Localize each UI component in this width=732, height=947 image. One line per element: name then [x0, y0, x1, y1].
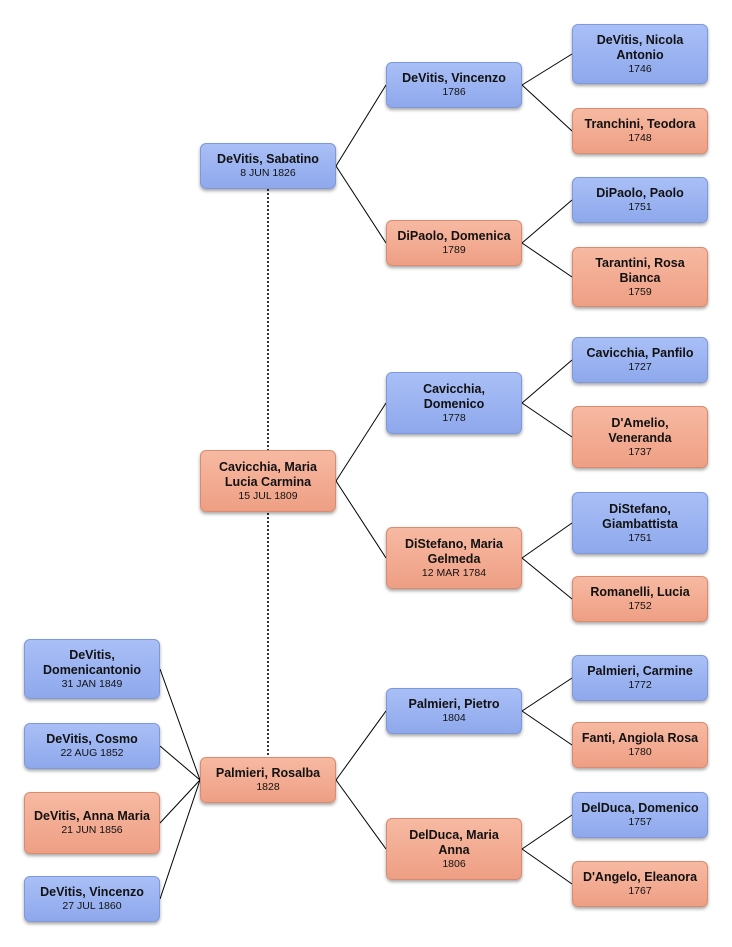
person-name: DeVitis, Vincenzo	[40, 885, 144, 899]
person-date: 1746	[628, 62, 652, 75]
parent-link-line	[521, 53, 573, 86]
person-date: 1804	[442, 712, 466, 724]
person-date: 21 JUN 1856	[61, 824, 123, 836]
person-name: Cavicchia, Maria Lucia Carmina	[219, 459, 317, 489]
person-date: 8 JUN 1826	[240, 167, 296, 179]
parent-link-line	[521, 557, 573, 600]
parent-link-line	[521, 84, 573, 132]
child-link-line	[159, 668, 201, 781]
child-link-line	[159, 745, 201, 781]
parent-link-line	[521, 814, 573, 850]
person-name: DeVitis, Cosmo	[46, 732, 138, 746]
person-date: 12 MAR 1784	[421, 566, 487, 579]
child-link-line	[159, 779, 201, 900]
person-date: 1752	[628, 600, 652, 612]
person-date: 27 JUL 1860	[62, 900, 122, 912]
person-name: Cavicchia, Domenico	[423, 381, 485, 411]
person-date: 1727	[628, 361, 652, 373]
person-name: Romanelli, Lucia	[590, 585, 690, 599]
parent-link-line	[521, 677, 573, 712]
person-name: Palmieri, Rosalba	[215, 766, 321, 780]
person-date: 31 JAN 1849	[61, 677, 123, 690]
person-date: 1751	[628, 531, 652, 544]
parent-link-line	[521, 359, 573, 404]
person-name: D'Angelo, Eleanora	[582, 870, 698, 884]
parent-link-line	[335, 710, 387, 781]
person-date: 1748	[628, 132, 652, 144]
person-name: DelDuca, Maria Anna	[409, 827, 499, 857]
person-date: 1789	[442, 244, 466, 256]
person-name: Tranchini, Teodora	[584, 117, 696, 131]
person-name: DeVitis, Nicola Antonio	[596, 32, 684, 62]
parent-link-line	[335, 480, 387, 559]
person-date: 15 JUL 1809	[238, 489, 298, 502]
parent-link-line	[335, 402, 387, 482]
person-name: DeVitis, Domenicantonio	[43, 647, 141, 677]
person-name: Palmieri, Pietro	[408, 697, 500, 711]
person-date: 22 AUG 1852	[60, 747, 124, 759]
person-name: D'Amelio, Veneranda	[608, 415, 672, 445]
person-name: DeVitis, Anna Maria	[33, 809, 150, 823]
person-name: DelDuca, Domenico	[581, 801, 699, 815]
parent-link-line	[521, 848, 573, 885]
person-date: 1772	[628, 679, 652, 691]
person-name: DiPaolo, Paolo	[596, 186, 684, 200]
person-date: 1767	[628, 885, 652, 897]
person-date: 1828	[256, 781, 280, 793]
person-name: DiStefano, Giambattista	[602, 501, 678, 531]
person-name: DeVitis, Sabatino	[217, 152, 319, 166]
parent-link-line	[335, 779, 387, 850]
person-name: Tarantini, Rosa Bianca	[595, 255, 685, 285]
person-date: 1778	[442, 411, 466, 424]
person-name: DiPaolo, Domenica	[397, 229, 511, 243]
person-date: 1759	[628, 285, 652, 298]
parent-link-line	[521, 710, 573, 746]
child-link-line	[159, 779, 201, 824]
person-name: DiStefano, Maria Gelmeda	[405, 536, 503, 566]
person-date: 1757	[628, 816, 652, 828]
person-date: 1786	[442, 86, 466, 98]
person-name: Cavicchia, Panfilo	[586, 346, 694, 360]
parent-link-line	[335, 84, 387, 167]
parent-link-line	[521, 199, 573, 244]
person-date: 1751	[628, 201, 652, 213]
person-name: Palmieri, Carmine	[587, 664, 693, 678]
person-date: 1780	[628, 746, 652, 758]
person-date: 1806	[442, 857, 466, 870]
parent-link-line	[521, 522, 573, 559]
person-name: DeVitis, Vincenzo	[402, 71, 506, 85]
person-date: 1737	[628, 445, 652, 458]
parent-link-line	[335, 165, 387, 244]
person-name: Fanti, Angiola Rosa	[581, 731, 699, 745]
parent-link-line	[521, 242, 573, 278]
parent-link-line	[521, 402, 573, 438]
